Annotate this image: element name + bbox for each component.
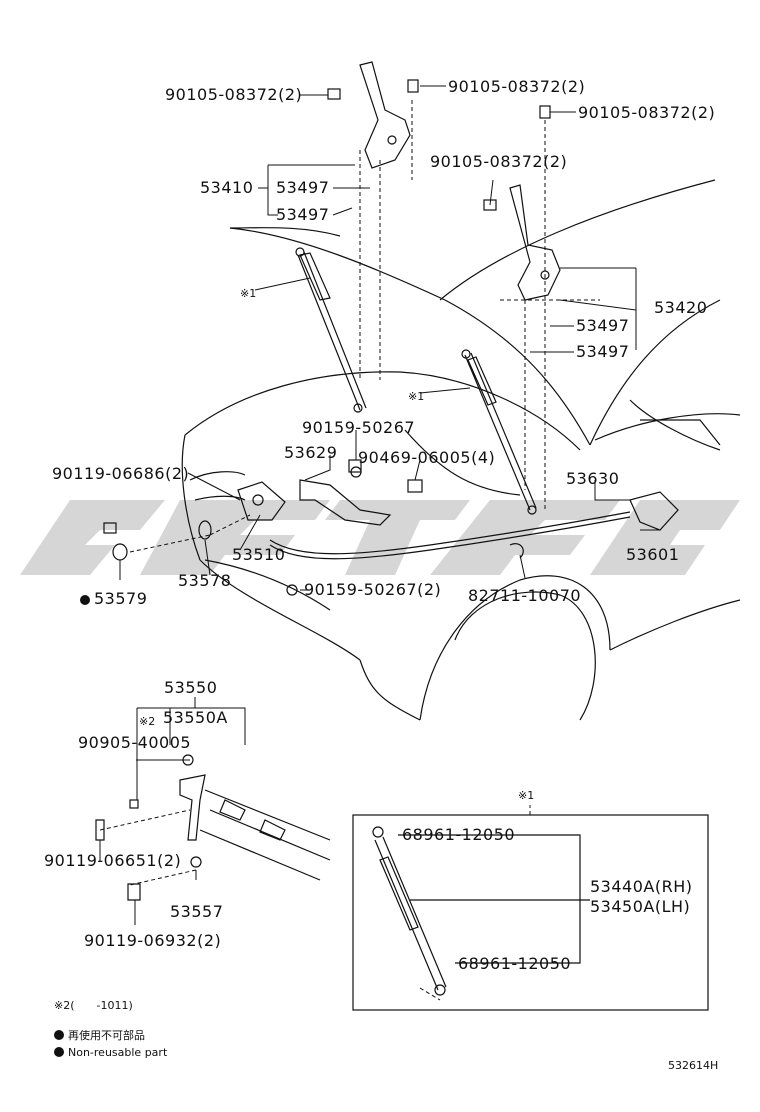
label-53497-d: 53497 (576, 342, 630, 361)
inset-note-ref1: ※1 (518, 789, 535, 802)
label-53578: 53578 (178, 571, 232, 590)
label-53550A: 53550A (163, 708, 228, 727)
legend-jp-text: 再使用不可部品 (68, 1029, 145, 1042)
label-53601: 53601 (626, 545, 680, 564)
legend-dot-icon (54, 1030, 64, 1040)
leader-lines (99, 85, 660, 925)
label-90159-50267-2: 90159-50267(2) (304, 580, 442, 599)
vehicle-outline (181, 179, 741, 721)
label-90159-50267: 90159-50267 (302, 418, 416, 437)
label-90105-08372-d: 90105-08372(2) (430, 152, 568, 171)
label-90105-08372-a: 90105-08372(2) (165, 85, 303, 104)
inset-dashes (419, 805, 531, 1001)
label-90119-06651: 90119-06651(2) (44, 851, 182, 870)
label-53450A-lh: 53450A(LH) (590, 897, 691, 916)
label-53557: 53557 (170, 902, 224, 921)
note-ref2: ※2 (139, 715, 156, 728)
dashed-guides (99, 100, 600, 886)
diagram-id: 532614H (668, 1059, 719, 1072)
label-53420: 53420 (654, 298, 708, 317)
note-ref1-b: ※1 (408, 390, 425, 403)
label-90119-06686: 90119-06686(2) (52, 464, 190, 483)
label-68961-12050-upper: 68961-12050 (402, 825, 516, 844)
label-53497-b: 53497 (276, 205, 330, 224)
label-53410: 53410 (200, 178, 254, 197)
label-68961-12050-lower: 68961-12050 (458, 954, 572, 973)
release-cable (269, 466, 679, 596)
legend-jp: 再使用不可部品 (54, 1027, 145, 1043)
label-53497-a: 53497 (276, 178, 330, 197)
label-90469-06005: 90469-06005(4) (358, 448, 496, 467)
label-90119-06932: 90119-06932(2) (84, 931, 222, 950)
label-53497-c: 53497 (576, 316, 630, 335)
footnote-ref2: ※2( -1011) (54, 999, 133, 1012)
label-90105-08372-b: 90105-08372(2) (448, 77, 586, 96)
legend-en: Non-reusable part (54, 1046, 167, 1059)
label-90105-08372-c: 90105-08372(2) (578, 103, 716, 122)
label-53630: 53630 (566, 469, 620, 488)
legend-dot-icon-en (54, 1047, 64, 1057)
watermark-logo (20, 500, 740, 575)
label-53629: 53629 (284, 443, 338, 462)
support-rod-detail (95, 754, 331, 901)
non-reusable-dot-icon (80, 595, 90, 605)
label-90905-40005: 90905-40005 (78, 733, 192, 752)
legend-en-text: Non-reusable part (68, 1046, 168, 1059)
note-ref1-a: ※1 (240, 287, 257, 300)
hinge-lh (359, 61, 411, 169)
label-82711-10070: 82711-10070 (468, 586, 582, 605)
label-53440A-rh: 53440A(RH) (590, 877, 693, 896)
gas-strut-lh (295, 247, 367, 413)
bolts (103, 79, 551, 534)
label-53579-text: 53579 (94, 589, 148, 608)
label-53579: 53579 (80, 590, 147, 608)
label-53510: 53510 (232, 545, 286, 564)
label-53550: 53550 (164, 678, 218, 697)
